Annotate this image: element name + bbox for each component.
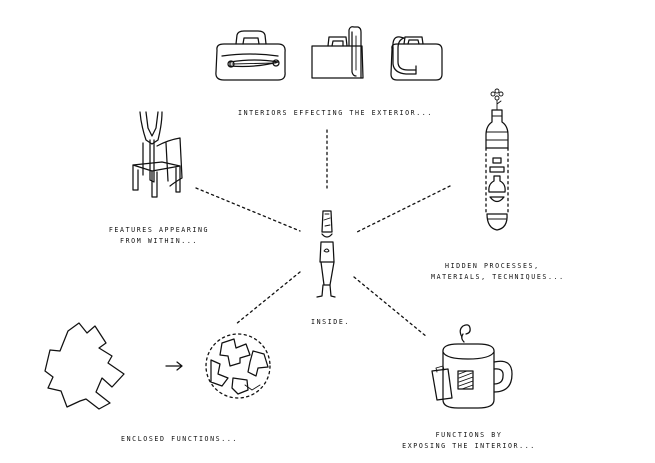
chair-sketch-icon [132,111,183,198]
connector-lines [195,129,451,338]
bag-two-icon [311,26,364,79]
label-inside: inside. [311,318,350,326]
mug-sketch-icon [431,324,513,409]
connector-left [195,187,301,232]
arrow-right-icon [165,361,183,371]
label-exposing-line1: functions by [435,431,503,439]
bag-one-icon [215,30,286,81]
connector-right [356,185,451,233]
label-exposing: functions by exposing the interior... [394,430,544,452]
label-hidden-line1: hidden processes, [445,262,540,270]
label-hidden-line2: materials, techniques... [431,273,565,281]
label-features-line1: features appearing [108,226,210,234]
connector-bottom-left [235,271,301,325]
label-exposing-line2: exposing the interior... [402,442,536,450]
label-hidden-processes: hidden processes, materials, techniques.… [431,261,565,283]
label-enclosed-functions: enclosed functions... [121,435,238,443]
bottle-sketch-icon [485,88,509,231]
bag-three-icon [390,36,443,81]
enclosed-circle-icon [205,333,271,399]
label-features-line2: from within... [120,237,198,245]
bag-sketches [215,26,443,81]
enclosed-shape-icon [44,322,125,410]
connector-bottom-right [353,276,428,338]
inside-figure-icon [316,210,336,298]
label-features: features appearing from within... [104,225,214,247]
label-interiors: interiors effecting the exterior... [238,109,433,117]
